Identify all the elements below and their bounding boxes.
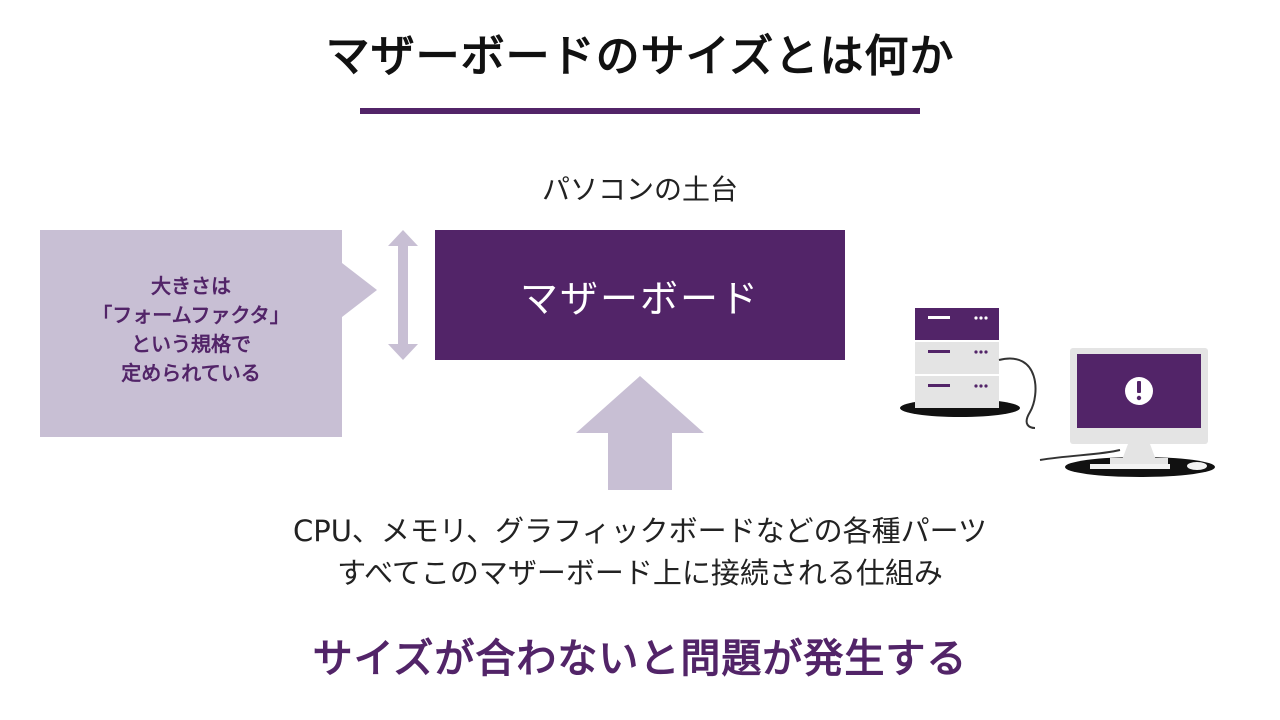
motherboard-box: マザーボード [435,230,845,360]
motherboard-label: マザーボード [519,276,760,321]
description-line: CPU、メモリ、グラフィックボードなどの各種パーツ [292,514,988,548]
callout-text: 大きさは 「フォームファクタ」 という規格で 定められている [40,272,342,388]
description-line: すべてこのマザーボード上に接続される仕組み [337,556,943,590]
warning-text: サイズが合わないと問題が発生する [312,636,968,682]
callout-line: 定められている [121,361,261,385]
title-underline [360,108,920,114]
exclamation-icon [1125,377,1153,405]
callout-line: という規格で [131,332,251,356]
callout-line: 大きさは [151,274,231,298]
page-title: マザーボードのサイズとは何か [325,31,955,82]
description: CPU、メモリ、グラフィックボードなどの各種パーツ すべてこのマザーボード上に接… [0,510,1280,594]
subtitle: パソコンの土台 [541,173,738,206]
callout-line: 「フォームファクタ」 [92,303,290,327]
